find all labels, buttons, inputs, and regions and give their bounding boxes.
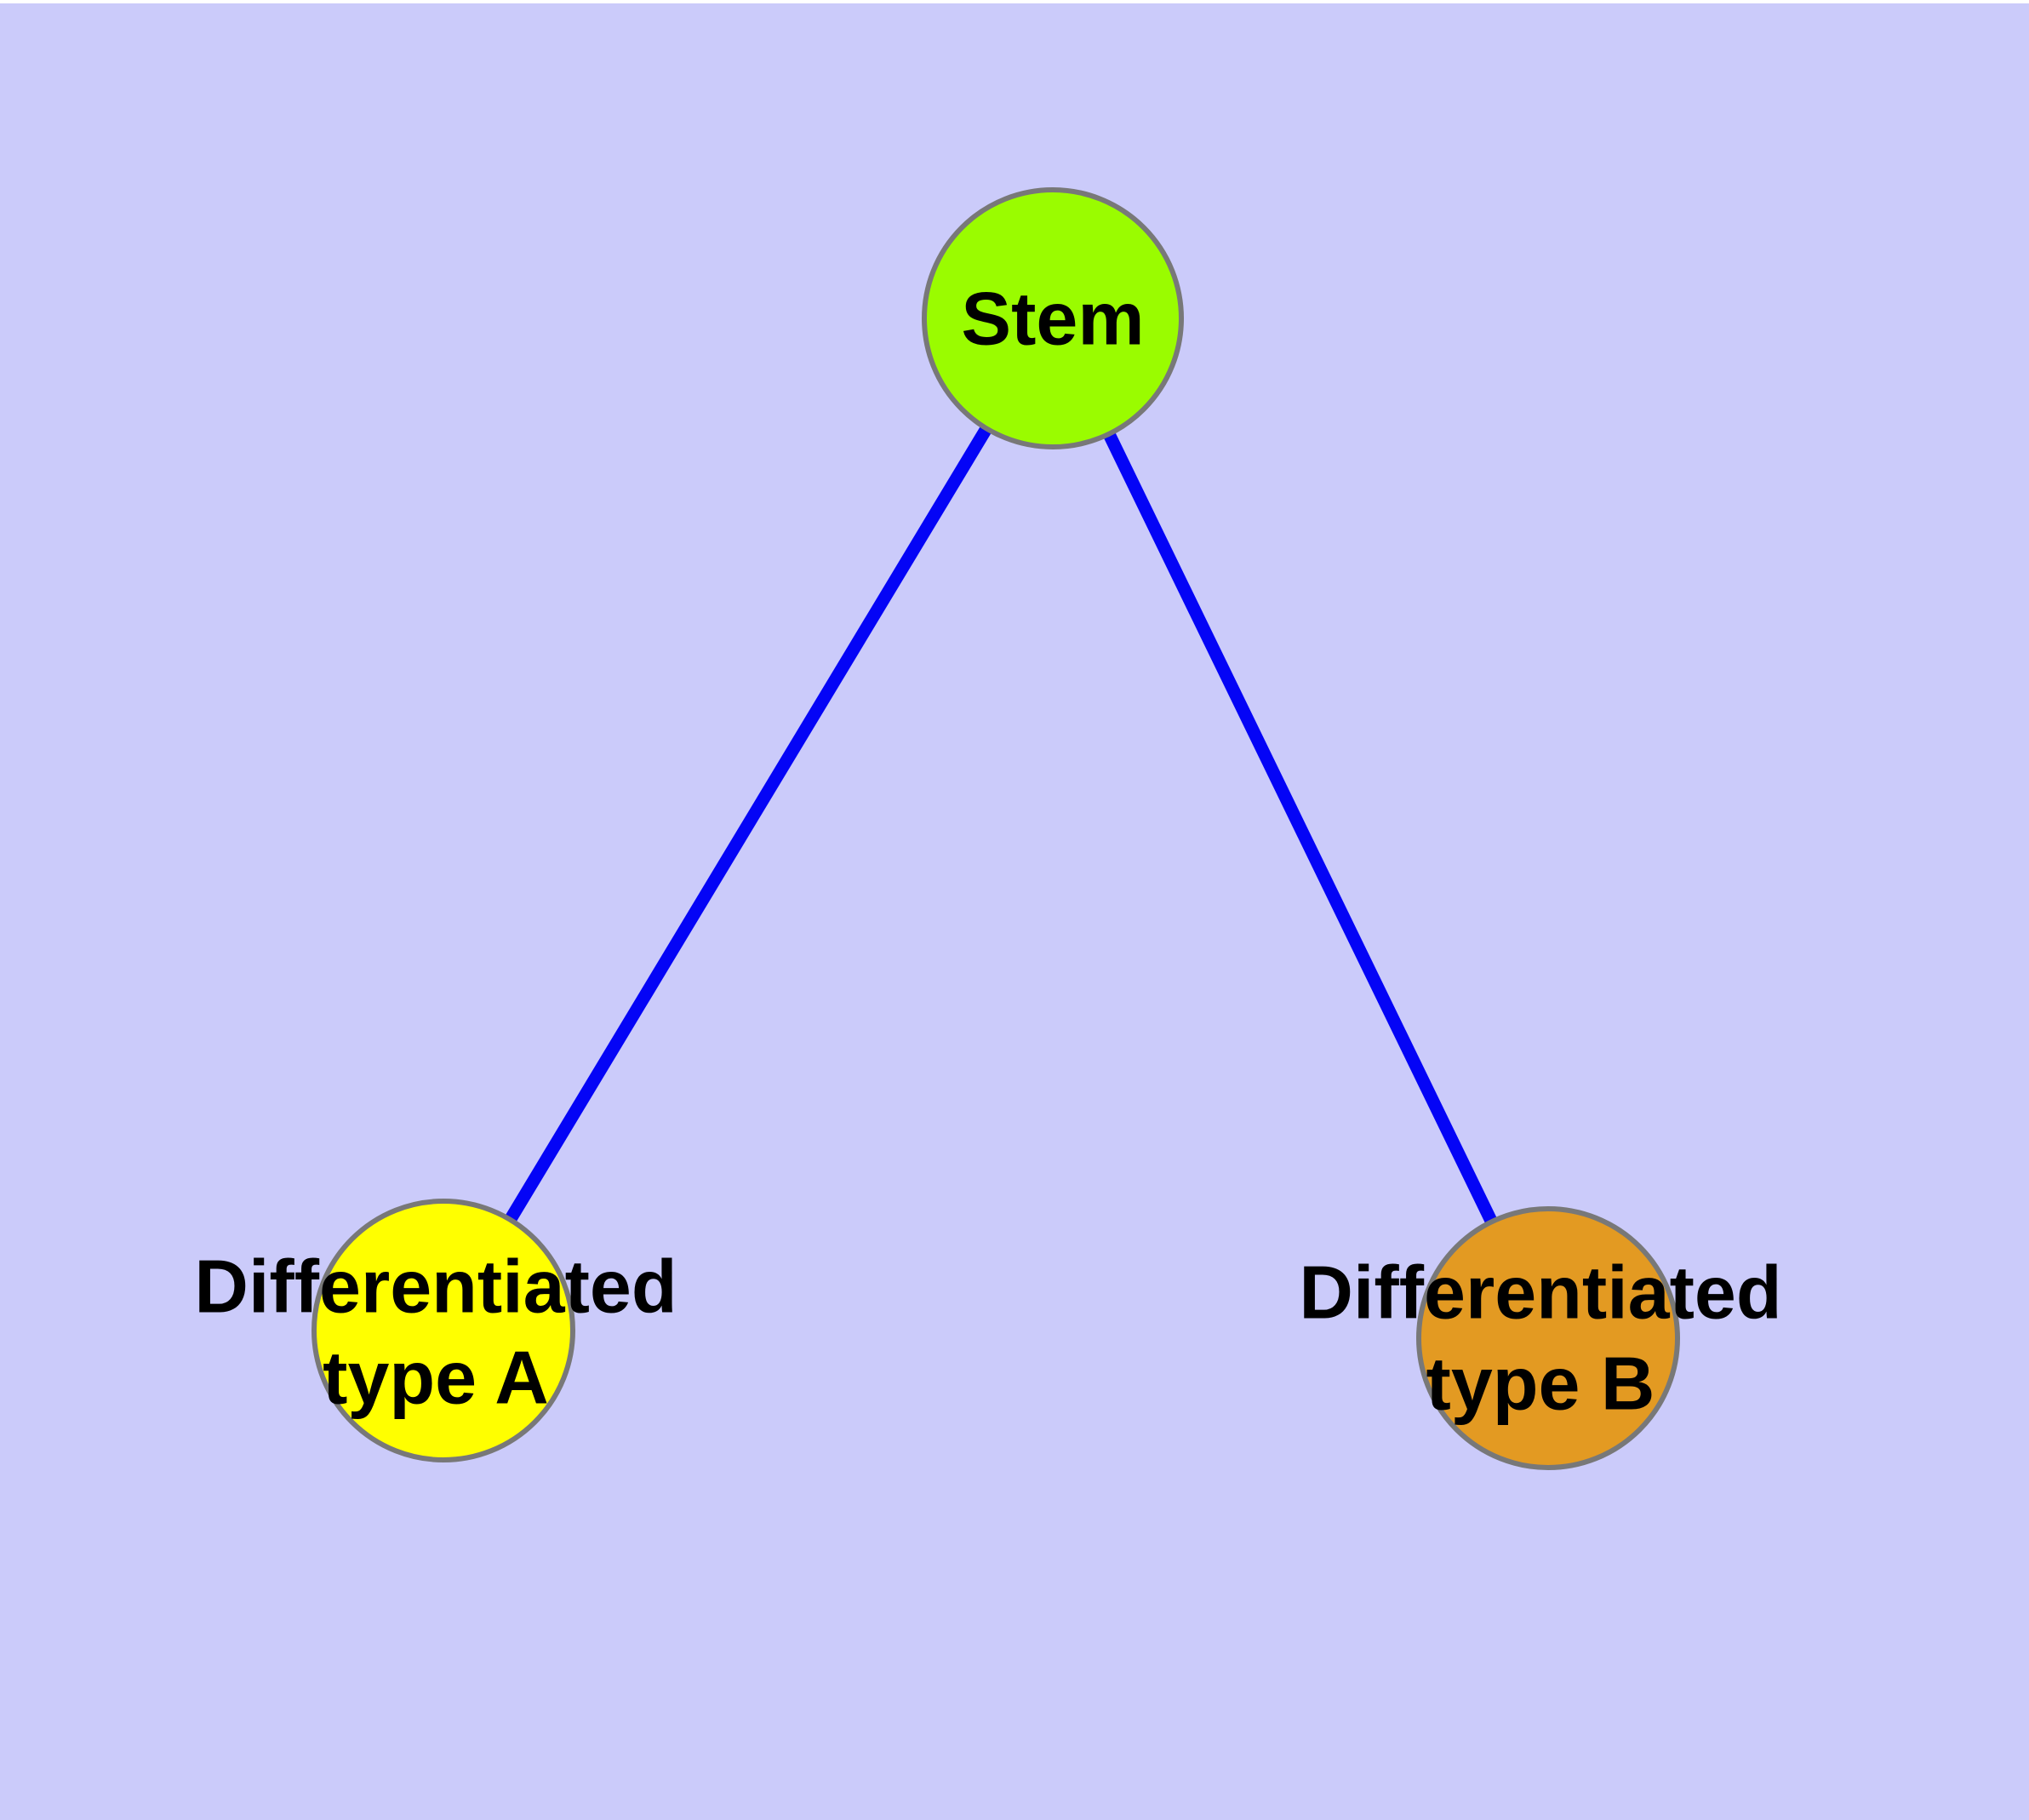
node-type-b-label-line1: Differentiated [1299, 1250, 1782, 1335]
edge-stem-to-type-a [437, 315, 1059, 1334]
edge-stem-to-type-b [1047, 315, 1554, 1342]
node-type-a-label: Differentiated type A [194, 1241, 677, 1424]
node-stem-label: Stem [961, 272, 1144, 363]
node-stem-circle [922, 187, 1184, 449]
top-white-strip [0, 0, 2029, 3]
node-type-a-label-line1: Differentiated [194, 1244, 677, 1329]
node-type-b-label-line2: type B [1426, 1342, 1655, 1426]
node-type-b-label: Differentiated type B [1299, 1247, 1781, 1430]
node-type-b-circle [1416, 1206, 1680, 1470]
node-type-a-circle [311, 1199, 575, 1462]
node-type-a-label-line2: type A [323, 1336, 549, 1420]
node-stem-label-line1: Stem [961, 276, 1145, 361]
